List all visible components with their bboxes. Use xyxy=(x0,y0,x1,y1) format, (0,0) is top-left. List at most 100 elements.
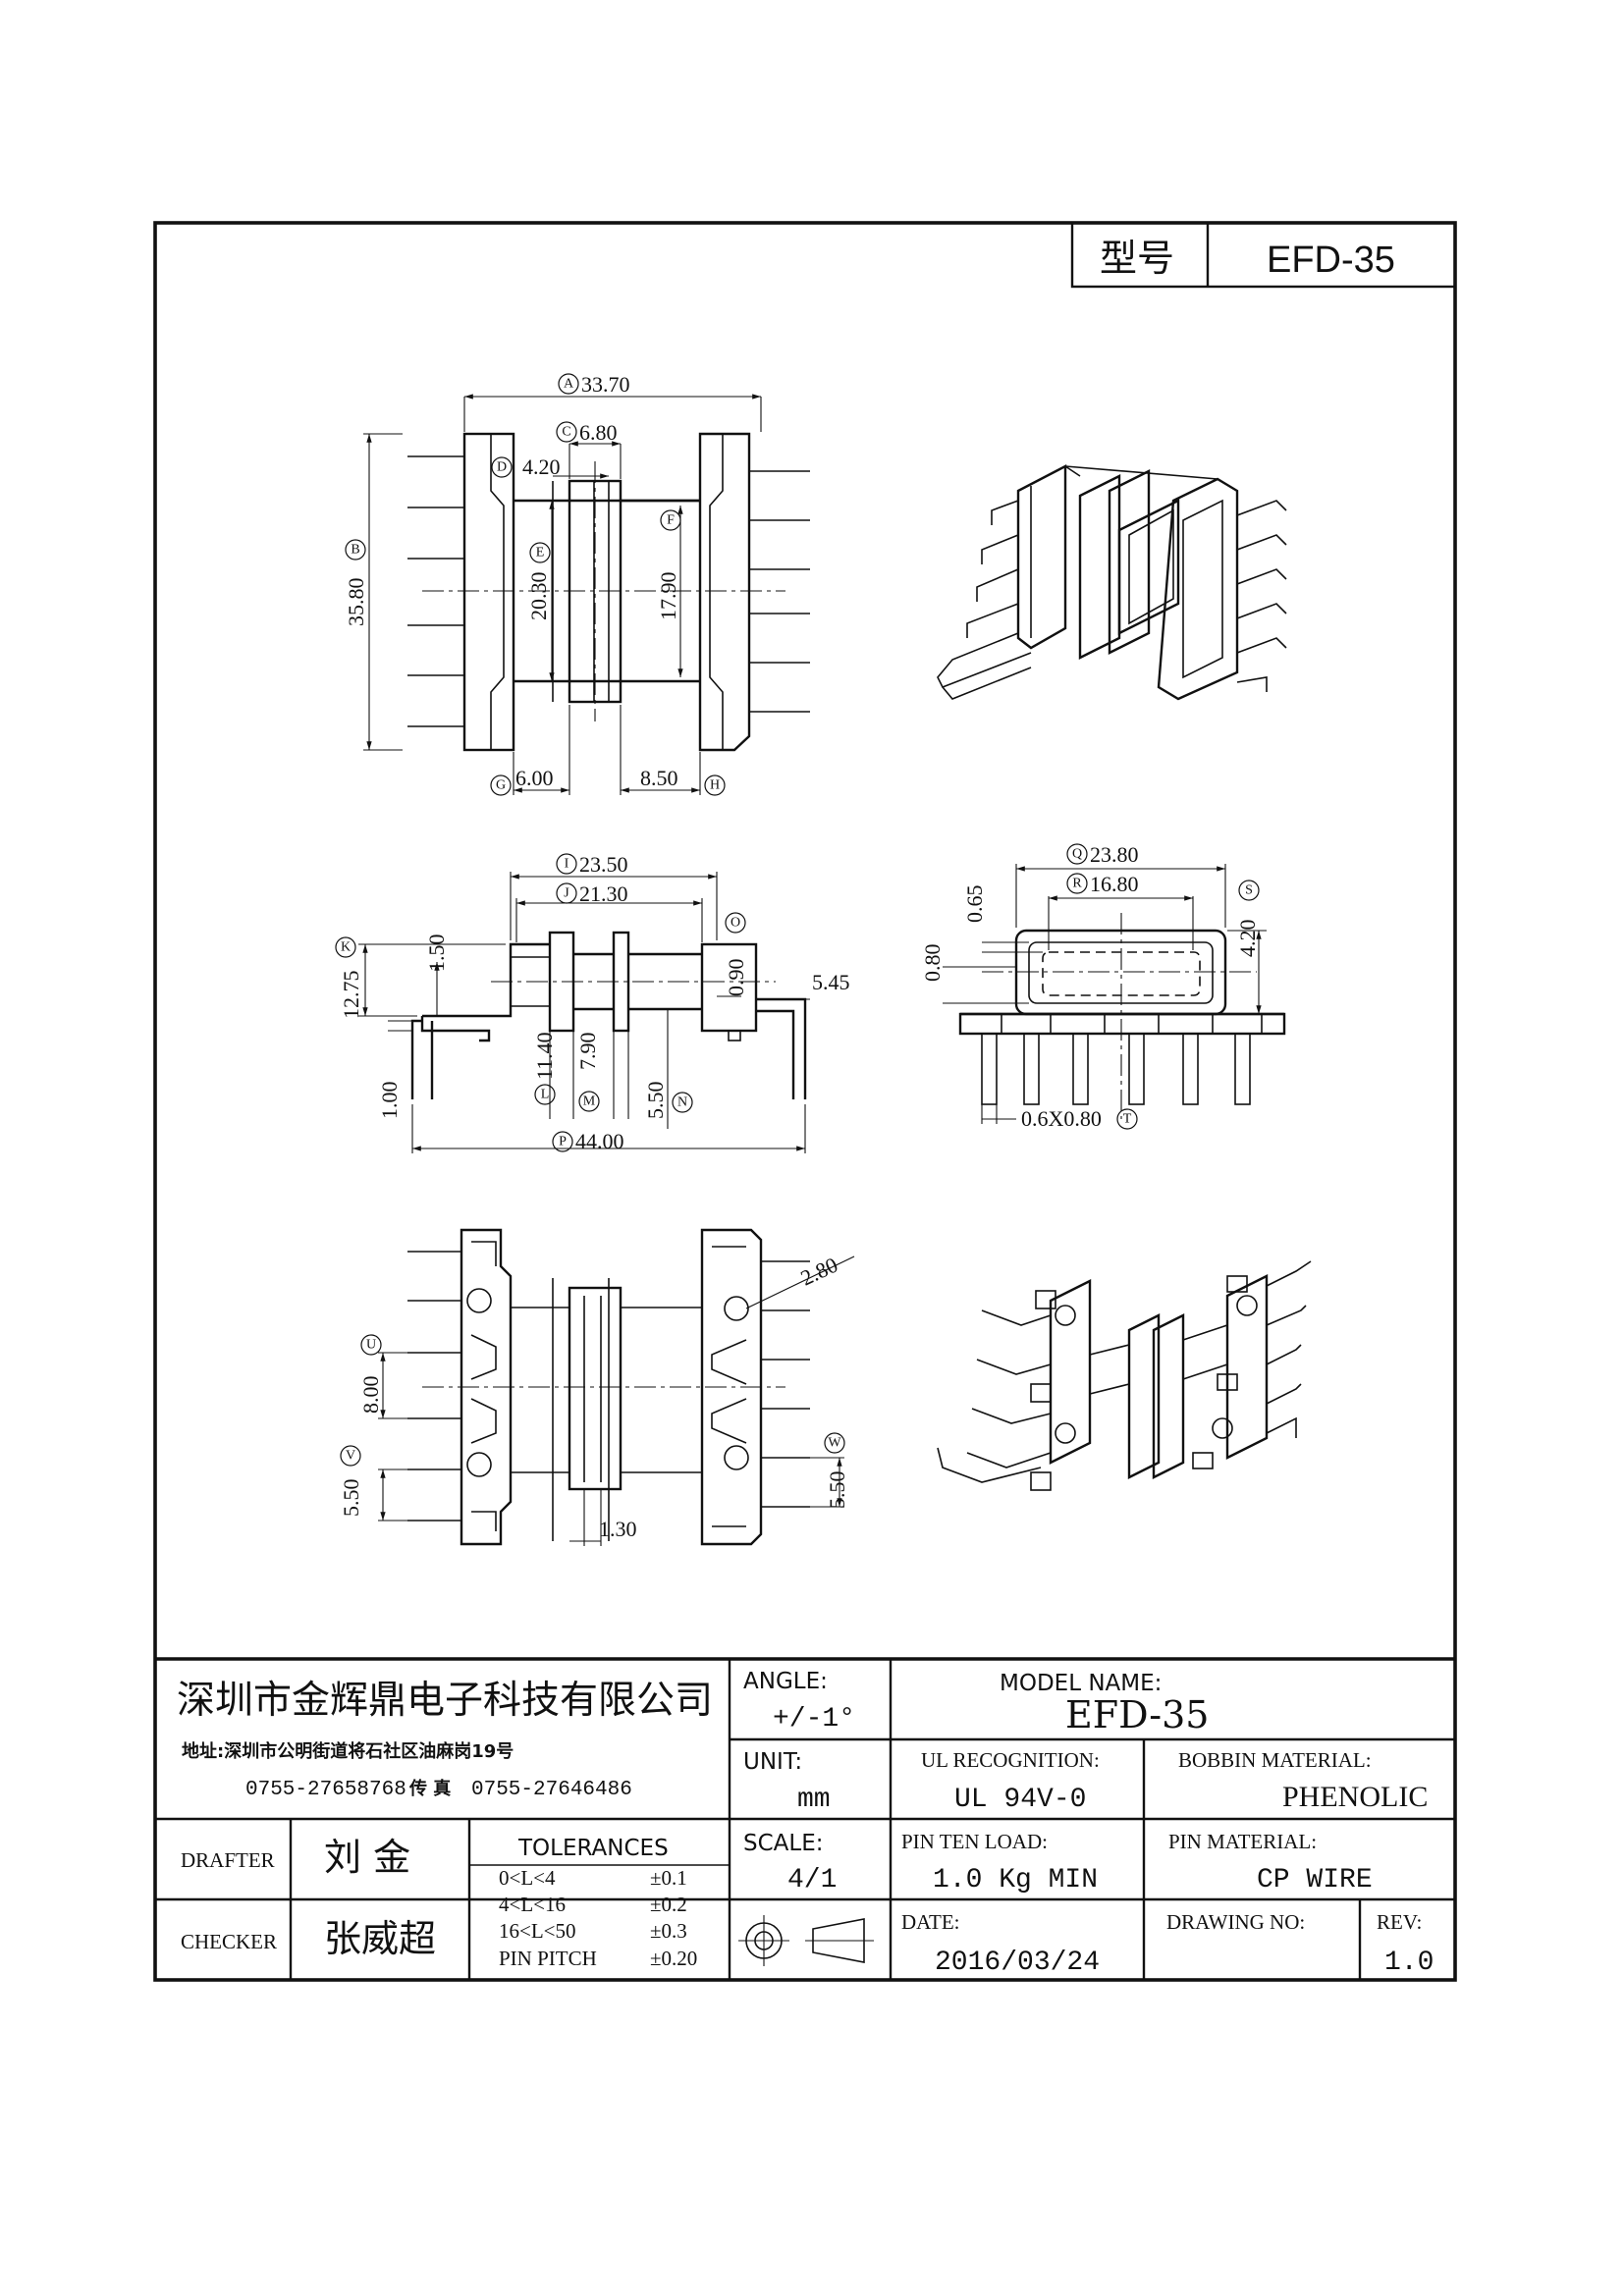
svg-text:B: B xyxy=(351,543,359,558)
top-view-pins-right xyxy=(749,470,810,713)
scale-label: SCALE: xyxy=(743,1831,824,1856)
dim-150: 1.50 xyxy=(424,934,449,973)
scale-value: 4/1 xyxy=(787,1865,837,1896)
unit-label: UNIT: xyxy=(743,1749,802,1775)
isometric-view-top xyxy=(937,464,1287,701)
ul-value: UL 94V-0 xyxy=(954,1785,1086,1815)
pin-load-value: 1.0 Kg MIN xyxy=(933,1865,1098,1896)
date-value: 2016/03/24 xyxy=(935,1948,1100,1978)
angle-value: +/-1° xyxy=(773,1704,855,1735)
dim-130: 1.30 xyxy=(599,1517,637,1541)
footer-title-block: 深圳市金辉鼎电子科技有限公司 地址:深圳市公明街道将石社区油麻岗19号 0755… xyxy=(155,1657,1455,1980)
dim-V: 5.50 xyxy=(339,1479,363,1518)
bottom-view-pins-left xyxy=(407,1251,461,1522)
svg-text:K: K xyxy=(341,940,351,955)
pin-load-label: PIN TEN LOAD: xyxy=(901,1830,1048,1853)
dim-H: 8.50 xyxy=(640,766,678,790)
tol-value-3: ±0.3 xyxy=(650,1919,687,1943)
iso-bottom-pins-right xyxy=(1192,1260,1312,1469)
company-address: 地址:深圳市公明街道将石社区油麻岗19号 xyxy=(182,1740,514,1762)
dim-F: 17.90 xyxy=(656,572,680,621)
dim-I: 23.50 xyxy=(579,852,628,877)
top-view: A 33.70 C 6.80 D 4.20 35.80 B 20.30 E 17… xyxy=(344,372,810,796)
svg-text:V: V xyxy=(346,1449,355,1464)
model-label: 型号 xyxy=(1100,237,1174,280)
fax-label: 传 真 xyxy=(408,1778,451,1799)
checker-label: CHECKER xyxy=(181,1930,277,1953)
svg-text:P: P xyxy=(559,1135,567,1149)
dim-K: 12.75 xyxy=(339,971,363,1020)
svg-text:C: C xyxy=(562,425,570,440)
dim-U: 8.00 xyxy=(358,1376,383,1415)
bobbin-label: BOBBIN MATERIAL: xyxy=(1178,1748,1372,1772)
dim-P: 44.00 xyxy=(575,1129,624,1153)
checker-name: 张威超 xyxy=(324,1917,436,1960)
dim-Q: 23.80 xyxy=(1090,842,1139,867)
dim-A: 33.70 xyxy=(581,372,630,397)
svg-text:O: O xyxy=(731,916,740,931)
bottom-view: 2.80 8.00 U 5.50 V 5.50 W 1.30 xyxy=(339,1228,855,1546)
tolerances-label: TOLERANCES xyxy=(517,1836,669,1861)
dim-S: 4.20 xyxy=(1235,920,1260,958)
company-phone: 0755-27658768 xyxy=(245,1779,406,1801)
tol-value-4: ±0.20 xyxy=(650,1947,697,1970)
tol-value-1: ±0.1 xyxy=(650,1866,687,1890)
svg-text:J: J xyxy=(564,886,569,901)
svg-text:D: D xyxy=(497,460,507,475)
dim-R: 16.80 xyxy=(1090,872,1139,896)
bottom-view-pins-right xyxy=(761,1260,810,1508)
tol-value-2: ±0.2 xyxy=(650,1893,687,1916)
isometric-view-bottom xyxy=(937,1260,1312,1491)
dim-L: 11.40 xyxy=(532,1032,557,1080)
svg-text:T: T xyxy=(1123,1112,1132,1127)
tol-range-1: 0<L<4 xyxy=(499,1866,556,1890)
iso-pins-left xyxy=(937,500,1032,700)
drafter-name: 刘 金 xyxy=(324,1836,410,1879)
projection-symbol-icon xyxy=(738,1915,874,1966)
company-name: 深圳市金辉鼎电子科技有限公司 xyxy=(177,1679,713,1723)
tol-range-4: PIN PITCH xyxy=(499,1947,597,1970)
svg-text:H: H xyxy=(710,778,720,793)
end-view: Q 23.80 R 16.80 0.65 0.80 4.20 S 0.6X0.8… xyxy=(920,842,1286,1131)
dim-T: 0.6X0.80 xyxy=(1021,1106,1102,1131)
svg-text:Q: Q xyxy=(1072,847,1082,862)
model-name-label: MODEL NAME: xyxy=(1000,1671,1162,1696)
company-fax: 0755-27646486 xyxy=(471,1779,632,1801)
dim-G: 6.00 xyxy=(515,766,554,790)
rev-label: REV: xyxy=(1377,1910,1422,1934)
unit-value: mm xyxy=(797,1785,831,1815)
model-title-box: 型号 EFD-35 xyxy=(1070,221,1457,289)
dim-100: 1.00 xyxy=(377,1082,402,1120)
ul-label: UL RECOGNITION: xyxy=(921,1748,1100,1772)
dim-O: 0.90 xyxy=(724,959,748,997)
model-value: EFD-35 xyxy=(1267,240,1395,281)
dim-W: 5.50 xyxy=(825,1471,849,1510)
drafter-label: DRAFTER xyxy=(181,1848,275,1872)
iso-pins-right xyxy=(1236,500,1287,692)
rev-value: 1.0 xyxy=(1384,1948,1434,1978)
svg-text:I: I xyxy=(565,857,569,872)
svg-text:M: M xyxy=(583,1095,596,1109)
end-view-pins xyxy=(981,1014,1263,1105)
svg-text:S: S xyxy=(1245,883,1253,898)
svg-text:E: E xyxy=(536,546,545,561)
angle-label: ANGLE: xyxy=(743,1669,828,1694)
svg-text:A: A xyxy=(564,377,574,392)
svg-text:G: G xyxy=(496,778,506,793)
dim-E: 20.30 xyxy=(526,572,551,621)
drawing-frame xyxy=(153,221,1457,1982)
dim-J: 21.30 xyxy=(579,881,628,906)
dim-N: 5.50 xyxy=(643,1082,668,1120)
svg-text:L: L xyxy=(541,1088,550,1102)
iso-bottom-pins-left xyxy=(937,1290,1076,1491)
tol-range-2: 4<L<16 xyxy=(499,1893,566,1916)
dim-C: 6.80 xyxy=(579,420,618,445)
side-view: I 23.50 J 21.30 12.75 K 1.50 0.90 O 5.45… xyxy=(335,852,850,1153)
tol-range-3: 16<L<50 xyxy=(499,1919,576,1943)
svg-text:R: R xyxy=(1072,877,1082,891)
dim-545: 5.45 xyxy=(812,970,850,994)
drawing-no-label: DRAWING NO: xyxy=(1166,1910,1305,1934)
dim-D: 4.20 xyxy=(522,454,561,479)
dim-080: 0.80 xyxy=(920,944,945,983)
